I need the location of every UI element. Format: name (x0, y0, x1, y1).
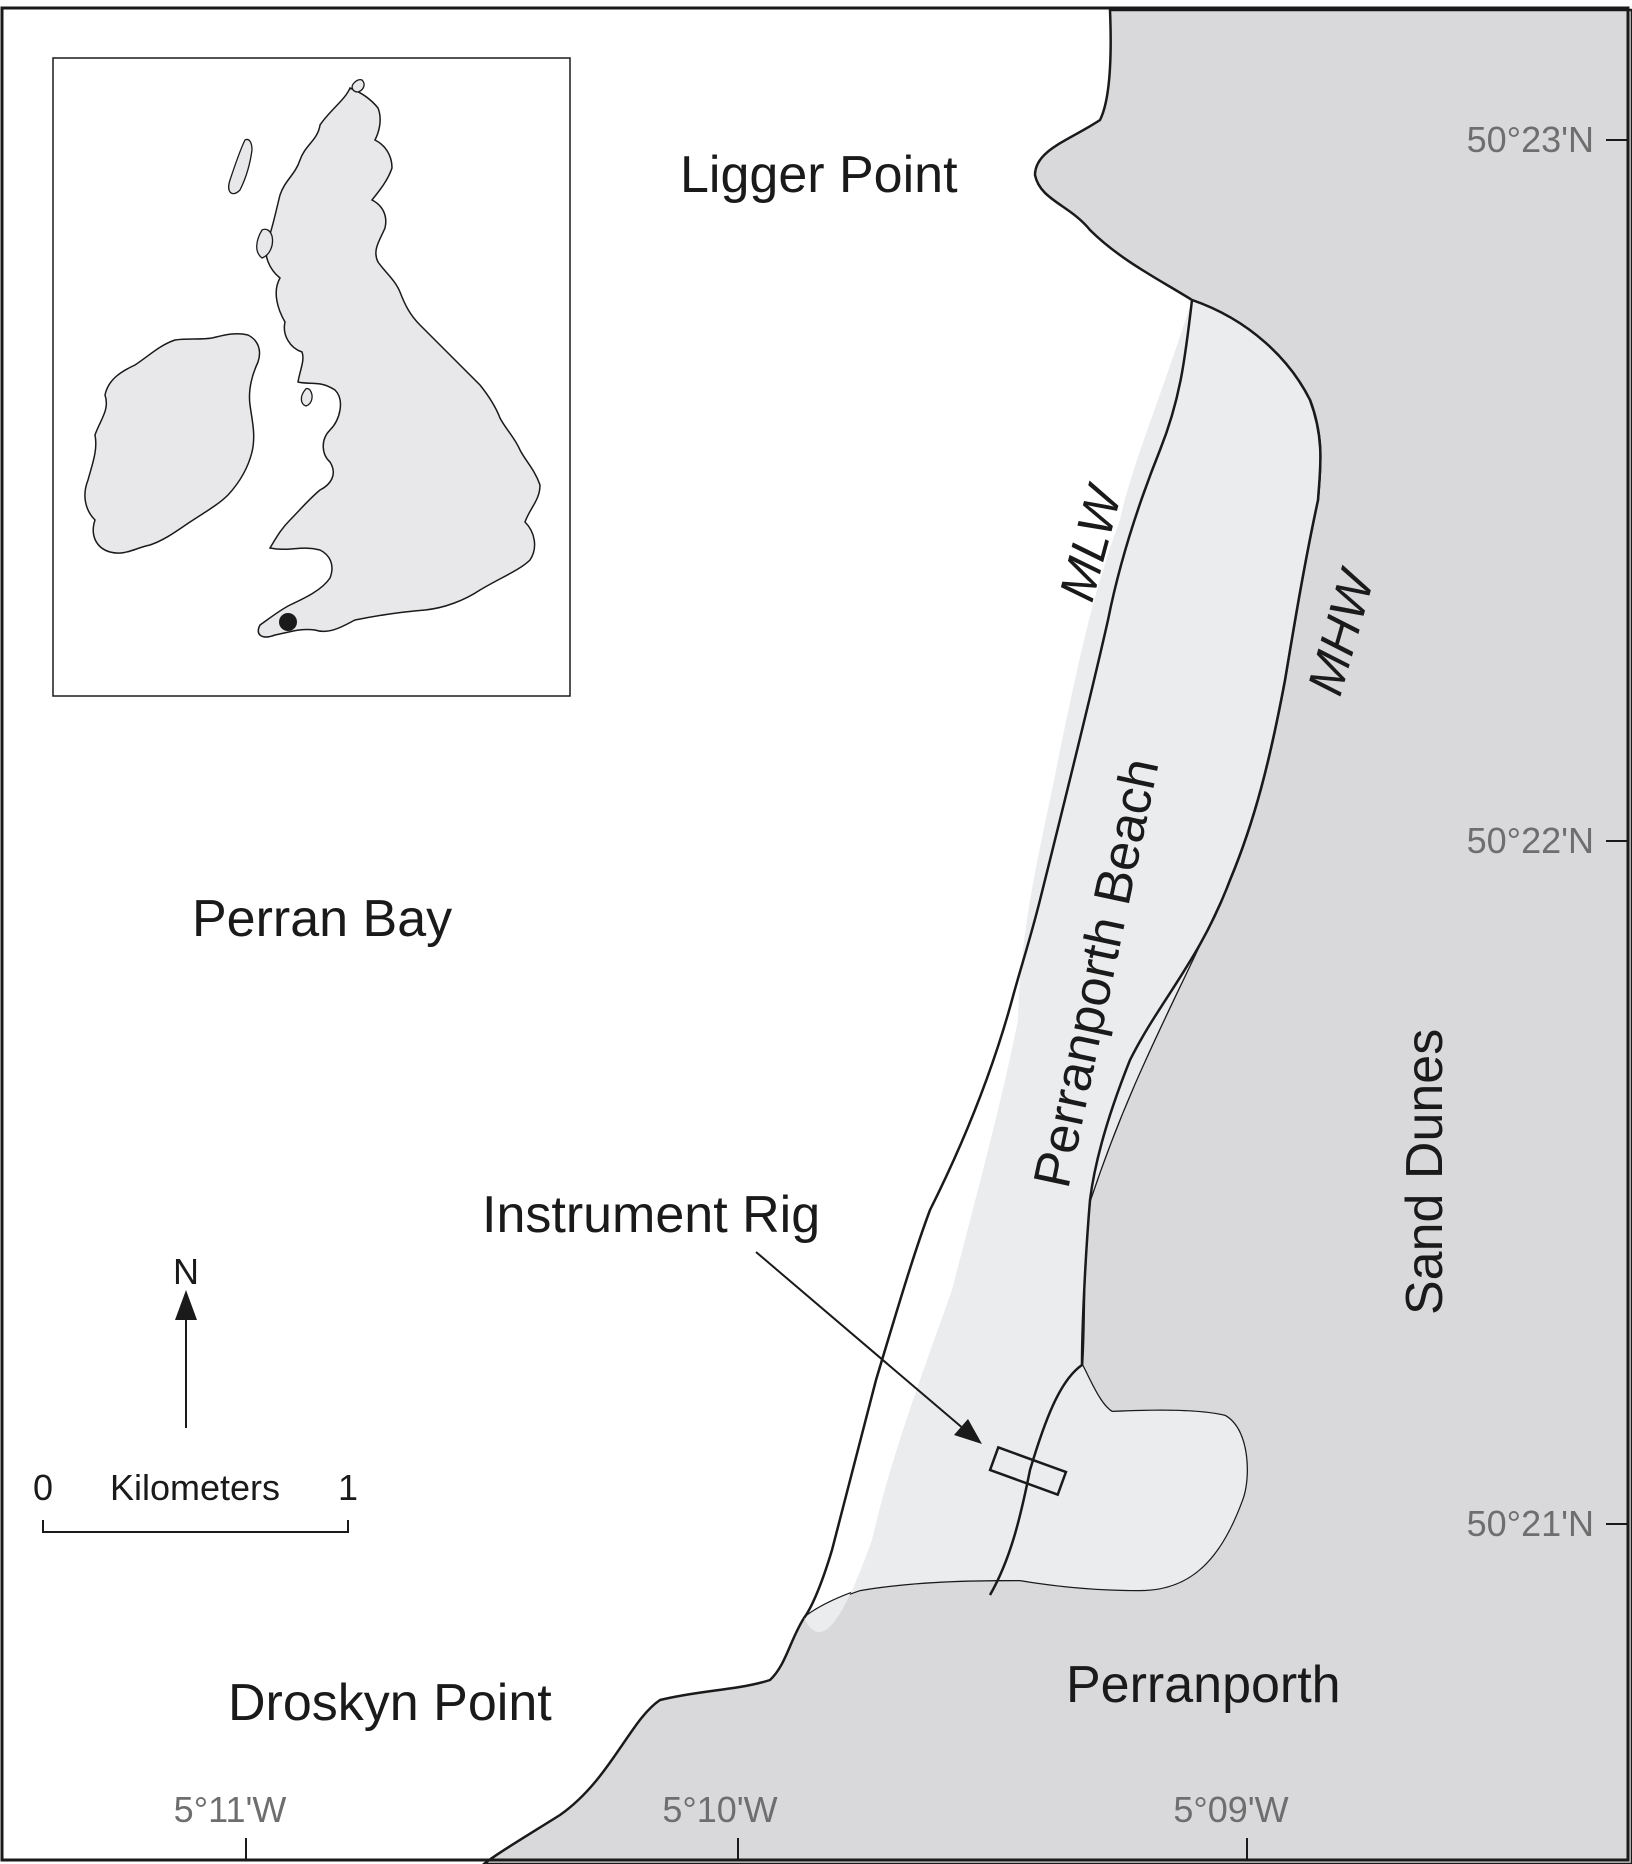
ireland-outline (84, 333, 261, 554)
instrument-rig-label: Instrument Rig (482, 1186, 820, 1244)
map-border (0, 6, 1630, 1862)
latitude-graticule: 50°23'N 50°22'N 50°21'N (1467, 119, 1628, 1544)
longitude-graticule: 5°11'W 5°10'W 5°09'W (174, 1789, 1289, 1860)
north-arrow: N (173, 1251, 199, 1428)
inset-map (52, 57, 571, 697)
estuary-line (988, 1363, 1083, 1596)
north-arrow-head (175, 1290, 197, 1320)
longitude-label: 5°09'W (1173, 1789, 1288, 1830)
longitude-label: 5°10'W (662, 1789, 777, 1830)
sand-dunes-label: Sand Dunes (1396, 1029, 1454, 1315)
mhw-line (1080, 298, 1322, 1366)
great-britain-outline (257, 87, 541, 638)
study-site-marker (279, 613, 297, 631)
latitude-label: 50°23'N (1467, 119, 1594, 160)
longitude-label: 5°11'W (174, 1789, 287, 1830)
perranporth-label: Perranporth (1066, 1656, 1341, 1714)
scale-bar-unit: Kilometers (110, 1467, 280, 1508)
isle-of-man-outline (300, 387, 313, 407)
latitude-label: 50°21'N (1467, 1503, 1594, 1544)
scale-bar-line (42, 1520, 349, 1533)
ligger-point-label: Ligger Point (680, 146, 958, 204)
mlw-line (802, 299, 1194, 1619)
scale-bar: 0 Kilometers 1 (33, 1467, 358, 1533)
latitude-label: 50°22'N (1467, 820, 1594, 861)
orkney-outline (351, 78, 365, 93)
skye-outline (256, 228, 274, 259)
perran-bay-label: Perran Bay (192, 890, 452, 948)
instrument-rig-arrowhead (954, 1419, 982, 1444)
scale-bar-end: 1 (338, 1467, 358, 1508)
instrument-rig-box (988, 1445, 1068, 1497)
droskyn-point-label: Droskyn Point (228, 1674, 552, 1732)
hebrides-outline (228, 138, 253, 195)
scale-bar-start: 0 (33, 1467, 53, 1508)
instrument-rig-arrow (755, 1251, 966, 1431)
beach-area (804, 300, 1321, 1633)
north-arrow-label: N (173, 1251, 199, 1292)
